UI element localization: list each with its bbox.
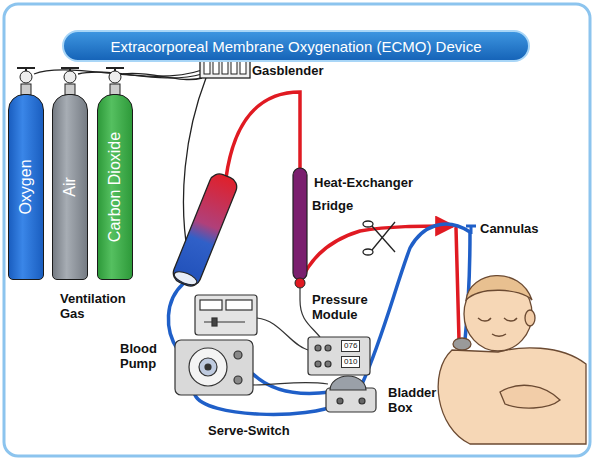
- infant: [438, 276, 586, 444]
- blood-pump: [175, 340, 253, 395]
- blood-pump: [205, 364, 211, 370]
- gas-valves: [64, 71, 76, 83]
- part-label: Gasblender: [252, 64, 324, 79]
- blood-tube-red: [226, 92, 459, 340]
- monitor: [212, 318, 217, 326]
- oxygenator: [173, 269, 199, 287]
- infant: [453, 338, 471, 350]
- infant: [492, 334, 506, 336]
- part-label: Serve-Switch: [208, 424, 290, 439]
- bladder-box: [326, 388, 376, 412]
- bladder-box: [359, 398, 365, 404]
- pressure-module: [308, 337, 370, 375]
- gas-line: [123, 73, 202, 79]
- pressure-module: [315, 345, 321, 351]
- wires: [257, 318, 308, 350]
- monitor: [226, 300, 252, 310]
- blood-pump: [175, 340, 253, 395]
- bridge-clamp: [372, 226, 395, 252]
- gas-valves: [109, 71, 121, 83]
- blood-tube-red: [226, 92, 300, 178]
- display-reading: 076: [341, 340, 360, 352]
- wires: [253, 382, 328, 385]
- part-label: Cannulas: [480, 222, 539, 237]
- pressure-module: [315, 361, 321, 367]
- part-label: Heat-Exchanger: [314, 176, 413, 191]
- infant: [500, 385, 560, 408]
- cylinder-label: Air: [61, 177, 79, 197]
- infant: [478, 318, 491, 321]
- pressure-module: [325, 345, 331, 351]
- gas-cylinder: Oxygen: [8, 94, 44, 280]
- gas-valves: [17, 68, 124, 95]
- bladder-box: [326, 376, 376, 412]
- part-label: Blood Pump: [120, 342, 157, 372]
- infant: [504, 318, 517, 321]
- title-text: Extracorporeal Membrane Oxygenation (ECM…: [111, 38, 482, 55]
- bridge-clamp: [363, 221, 373, 227]
- title-band: Extracorporeal Membrane Oxygenation (ECM…: [62, 30, 530, 62]
- blood-tube-blue: [253, 374, 330, 393]
- gas-valves: [25, 68, 27, 71]
- monitor: [204, 321, 245, 322]
- blood-pump: [189, 348, 227, 386]
- gas-line: [78, 72, 202, 78]
- gas-valves: [69, 68, 71, 71]
- infant: [438, 348, 586, 444]
- cylinder-label: Carbon Dioxide: [106, 132, 124, 242]
- outer-frame: [4, 4, 590, 456]
- oxygenator: [170, 171, 239, 289]
- monitor: [200, 300, 222, 310]
- heat-exchanger: [293, 168, 307, 280]
- part-label: Bridge: [312, 199, 353, 214]
- heat-exchanger: [295, 278, 305, 288]
- oxygenator: [170, 171, 239, 289]
- bridge-clamp: [363, 249, 373, 255]
- part-label: Bladder Box: [388, 386, 436, 416]
- infant: [525, 310, 535, 326]
- cannula-cap: [466, 226, 476, 234]
- pressure-module: [325, 361, 331, 367]
- infant: [466, 276, 532, 300]
- monitor: [195, 295, 257, 335]
- blood-tube-blue: [195, 395, 338, 414]
- bridge-clamp: [363, 221, 395, 255]
- gas-cylinder: Carbon Dioxide: [97, 94, 133, 280]
- part-label: Pressure Module: [312, 293, 368, 323]
- cylinder-label: Oxygen: [17, 159, 35, 214]
- bridge-clamp: [372, 222, 395, 250]
- bladder-box: [337, 398, 343, 404]
- monitor: [195, 295, 257, 335]
- display-reading: 010: [341, 356, 360, 368]
- part-label: Ventilation Gas: [60, 292, 126, 322]
- blood-pump: [234, 351, 242, 359]
- blood-pump: [234, 376, 242, 384]
- blood-tube-red: [300, 226, 452, 283]
- pressure-module: [308, 337, 370, 375]
- gas-valves: [20, 71, 32, 83]
- gas-cylinder: Air: [52, 94, 88, 280]
- heat-exchanger: [293, 168, 307, 288]
- bladder-box: [330, 376, 366, 390]
- blood-pump: [199, 358, 217, 376]
- blood-tube-red: [456, 228, 459, 340]
- gas-valves: [114, 68, 116, 71]
